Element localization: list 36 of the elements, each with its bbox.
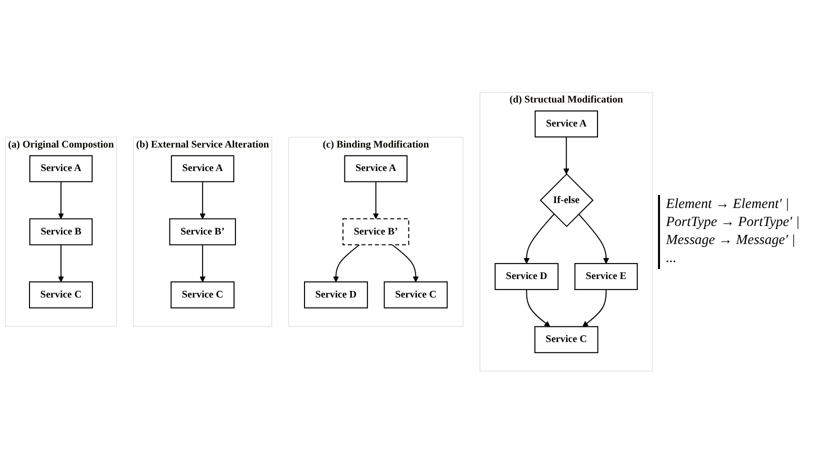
arrow: [58, 244, 64, 282]
node-box: [342, 218, 410, 245]
annotation-text: Element → Element′ |: [666, 196, 790, 212]
node-box: [534, 326, 598, 353]
arrow: [524, 213, 554, 264]
node-box: [29, 281, 93, 308]
flowchart-drawing: (a) Original Compostion Service A Service B Service C (b) External Service Alteration Service A Service B’ Service C (c) Binding Modification Service A Service B’ Service D Service C (d) Structual Modification Service A If-else Service D Service E Service C: [0, 86, 658, 376]
cluster: [480, 92, 653, 372]
cluster: [288, 136, 464, 326]
annotation-text: PortType → PortType′ |: [666, 214, 801, 230]
node-box: [304, 281, 368, 308]
node-box: [384, 281, 448, 308]
node-diamond: [540, 173, 594, 227]
arrow: [392, 244, 419, 282]
arrow: [333, 244, 360, 282]
cluster: [5, 136, 117, 326]
arrow: [578, 213, 610, 264]
node-box: [574, 262, 638, 290]
annotation-text: Message → Message′ |: [666, 232, 796, 248]
arrow: [563, 136, 570, 174]
node-box: [534, 110, 598, 138]
arrow: [582, 289, 607, 327]
arrow: [200, 181, 206, 219]
arrow: [526, 289, 550, 327]
node-box: [169, 218, 236, 245]
node-box: [29, 218, 93, 245]
node-box: [29, 154, 93, 182]
node-box: [170, 281, 235, 308]
arrow: [200, 244, 206, 282]
node-box: [170, 154, 234, 182]
arrow: [372, 181, 379, 219]
node-box: [494, 262, 559, 290]
cluster: [133, 136, 272, 326]
arrow: [58, 181, 64, 219]
node-box: [344, 154, 408, 182]
annotation-text: ...: [666, 250, 678, 266]
